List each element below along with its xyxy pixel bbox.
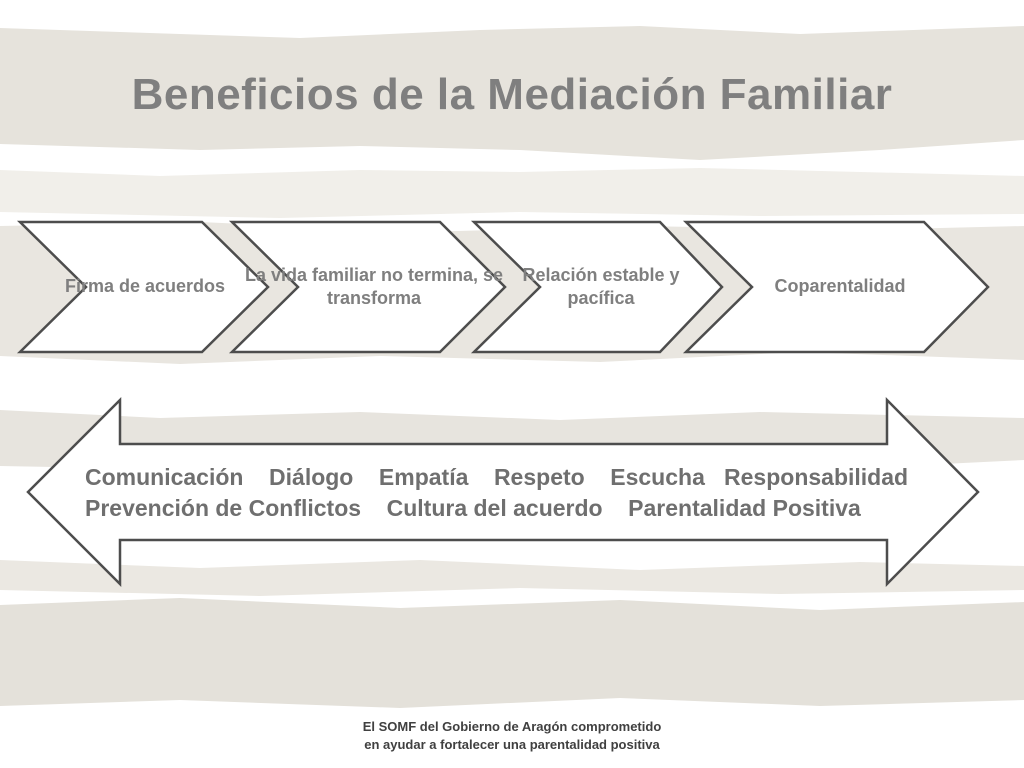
- benefits-line-2: Prevención de Conflictos Cultura del acu…: [85, 495, 861, 521]
- double-arrow: [26, 396, 980, 588]
- footer-line-2: en ayudar a fortalecer una parentalidad …: [364, 736, 660, 752]
- step-label-2: La vida familiar no termina, se transfor…: [244, 264, 504, 308]
- chevron-step-3: [470, 220, 724, 354]
- chevron-step-4: [682, 220, 990, 354]
- chevron-step-1: [16, 220, 270, 354]
- step-label-1: Firma de acuerdos: [64, 276, 226, 297]
- footer-line-1: El SOMF del Gobierno de Aragón compromet…: [362, 719, 662, 734]
- footer-note: El SOMF del Gobierno de Aragón compromet…: [260, 718, 764, 753]
- slide-title: Beneficios de la Mediación Familiar: [131, 70, 893, 119]
- step-label-4: Coparentalidad: [774, 276, 906, 297]
- benefits-line-1: Comunicación Diálogo Empatía Respeto Esc…: [85, 464, 909, 490]
- step-label-3: Relación estable y pacífica: [522, 264, 680, 308]
- chevron-step-2: [228, 220, 507, 354]
